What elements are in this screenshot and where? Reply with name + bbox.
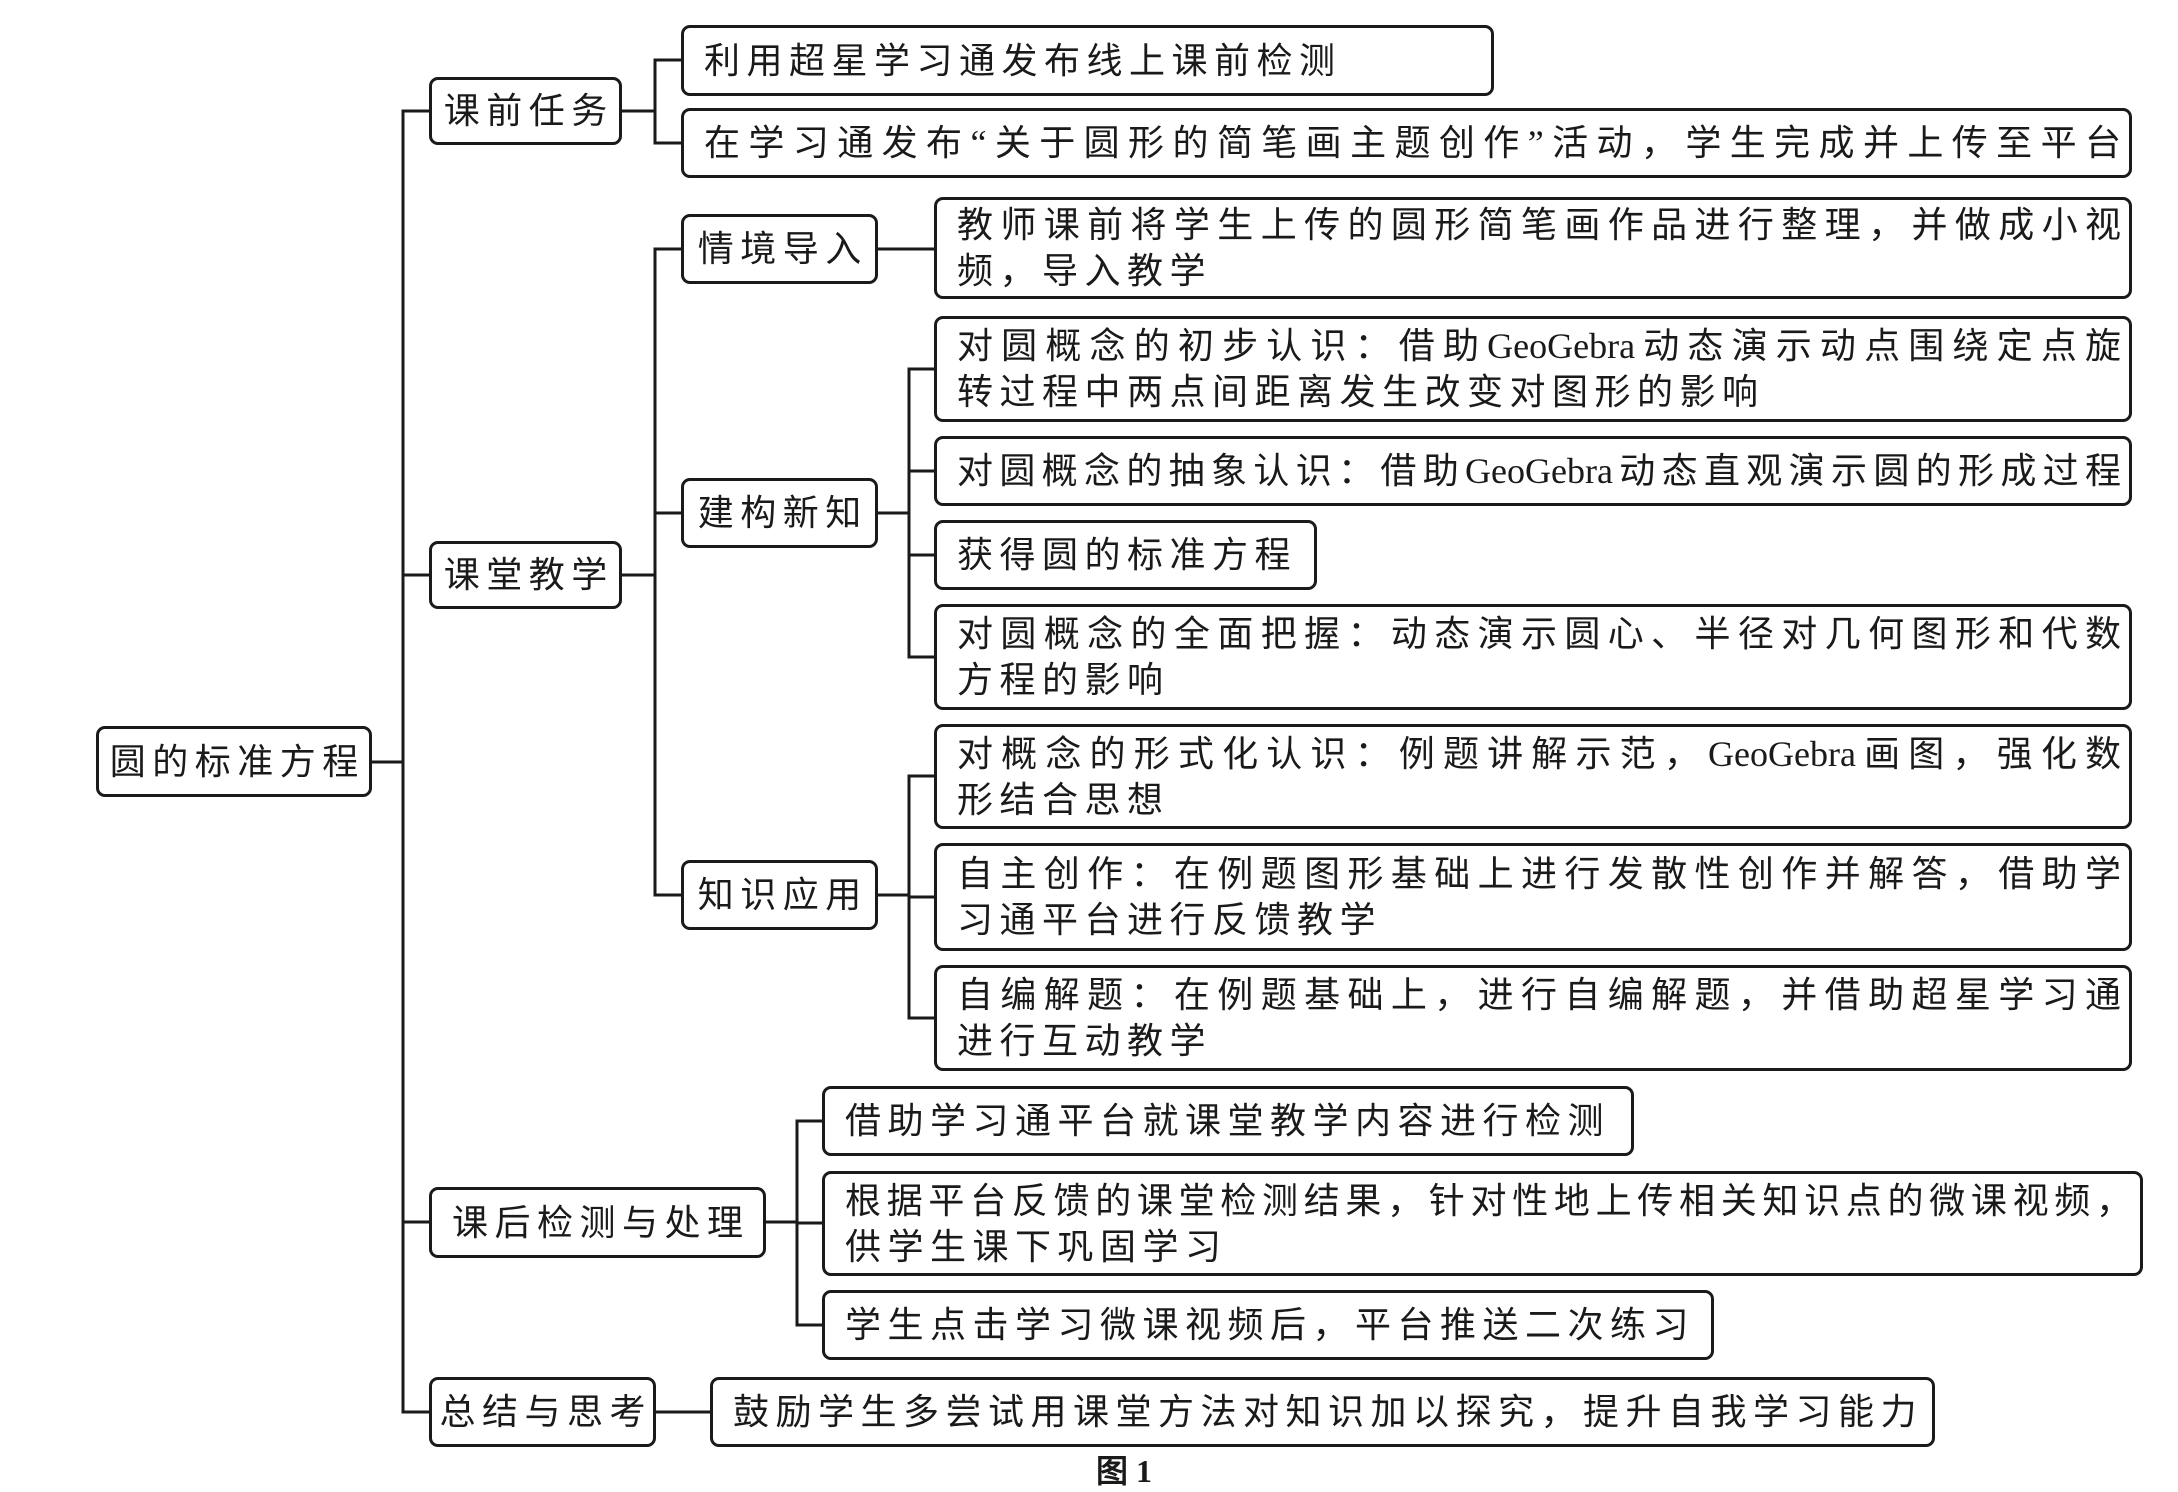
node-text-line: 形结合思想 <box>957 779 1170 820</box>
leaf-abstract-concept: 对圆概念的抽象认识：借助GeoGebra动态直观演示圆的形成过程 <box>934 436 2132 506</box>
node-label: 情境导入 <box>697 229 868 269</box>
node-text-line: 对概念的形式化认识：例题讲解示范，GeoGebra画图，强化数 <box>957 733 2121 774</box>
stage-knowledge-application: 知识应用 <box>681 860 878 930</box>
figure-caption: 图 1 <box>1095 1453 1152 1489</box>
leaf-formal-concept: 对概念的形式化认识：例题讲解示范，GeoGebra画图，强化数 形结合思想 <box>934 724 2132 829</box>
leaf-second-practice: 学生点击学习微课视频后，平台推送二次练习 <box>822 1290 1714 1360</box>
stage-knowledge-construction: 建构新知 <box>681 478 878 548</box>
node-text-line: 习通平台进行反馈教学 <box>957 900 1383 940</box>
leaf-sketch-video-intro: 教师课前将学生上传的圆形简笔画作品进行整理，并做成小视 频，导入教学 <box>934 197 2132 299</box>
node-text-line: 自主创作：在例题图形基础上进行发散性创作并解答，借助学 <box>957 854 2121 894</box>
branch-pre-class-tasks: 课前任务 <box>429 77 622 145</box>
node-text-line: 对圆概念的全面把握：动态演示圆心、半径对几何图形和代数 <box>957 614 2121 654</box>
root-node-label: 圆的标准方程 <box>109 741 365 782</box>
node-label: 建构新知 <box>697 493 868 533</box>
leaf-comprehensive-concept: 对圆概念的全面把握：动态演示圆心、半径对几何图形和代数 方程的影响 <box>934 604 2132 710</box>
node-text-line: 根据平台反馈的课堂检测结果，针对性地上传相关知识点的微课视频， <box>845 1180 2132 1221</box>
leaf-encourage-exploration: 鼓励学生多尝试用课堂方法对知识加以探究，提升自我学习能力 <box>710 1377 1935 1447</box>
node-text-line: 在学习通发布“关于圆形的简笔画主题创作”活动，学生完成并上传至平台 <box>704 123 2121 163</box>
root-node: 圆的标准方程 <box>96 726 372 797</box>
node-label: 课后检测与处理 <box>451 1202 750 1243</box>
branch-summary-reflection: 总结与思考 <box>429 1377 656 1447</box>
node-text-line: 学生点击学习微课视频后，平台推送二次练习 <box>845 1305 1696 1345</box>
node-text-line: 对圆概念的初步认识：借助GeoGebra动态演示动点围绕定点旋 <box>957 326 2121 366</box>
leaf-standard-equation: 获得圆的标准方程 <box>934 520 1317 590</box>
node-text-line: 自编解题：在例题基础上，进行自编解题，并借助超星学习通 <box>957 975 2121 1015</box>
node-text-line: 频，导入教学 <box>957 251 1213 291</box>
leaf-independent-creation: 自主创作：在例题图形基础上进行发散性创作并解答，借助学 习通平台进行反馈教学 <box>934 843 2132 951</box>
node-text-line: 鼓励学生多尝试用课堂方法对知识加以探究，提升自我学习能力 <box>733 1392 1924 1432</box>
node-label: 知识应用 <box>697 875 868 915</box>
node-text-line: 进行互动教学 <box>957 1021 1213 1061</box>
node-label: 课前任务 <box>443 91 614 131</box>
node-text-line: 借助学习通平台就课堂教学内容进行检测 <box>845 1101 1611 1141</box>
node-text-line: 对圆概念的抽象认识：借助GeoGebra动态直观演示圆的形成过程 <box>957 451 2121 491</box>
stage-situation-intro: 情境导入 <box>681 214 878 284</box>
leaf-in-class-content-test: 借助学习通平台就课堂教学内容进行检测 <box>822 1086 1634 1156</box>
leaf-self-made-problems: 自编解题：在例题基础上，进行自编解题，并借助超星学习通 进行互动教学 <box>934 965 2132 1071</box>
node-label: 课堂教学 <box>443 555 614 595</box>
branch-classroom-teaching: 课堂教学 <box>429 541 622 609</box>
node-text-line: 教师课前将学生上传的圆形简笔画作品进行整理，并做成小视 <box>957 205 2121 245</box>
leaf-circle-sketch-activity: 在学习通发布“关于圆形的简笔画主题创作”活动，学生完成并上传至平台 <box>681 108 2132 178</box>
leaf-preliminary-concept: 对圆概念的初步认识：借助GeoGebra动态演示动点围绕定点旋 转过程中两点间距… <box>934 316 2132 422</box>
leaf-online-pre-class-test: 利用超星学习通发布线上课前检测 <box>681 25 1494 96</box>
leaf-micro-lesson-upload: 根据平台反馈的课堂检测结果，针对性地上传相关知识点的微课视频， 供学生课下巩固学… <box>822 1171 2143 1276</box>
node-text-line: 方程的影响 <box>957 660 1170 700</box>
node-text-line: 利用超星学习通发布线上课前检测 <box>704 40 1342 81</box>
node-text-line: 获得圆的标准方程 <box>957 535 1298 575</box>
node-text-line: 供学生课下巩固学习 <box>845 1226 1228 1267</box>
node-label: 总结与思考 <box>439 1392 652 1432</box>
branch-post-class-assessment: 课后检测与处理 <box>429 1187 766 1258</box>
node-text-line: 转过程中两点间距离发生改变对图形的影响 <box>957 372 1765 412</box>
